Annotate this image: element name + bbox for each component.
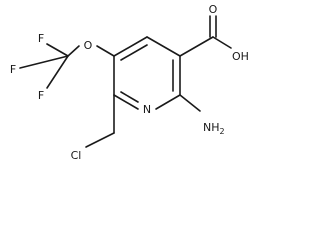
- bonds: [19, 15, 232, 148]
- molecule-structure: F F F O O OH N NH2 Cl: [10, 3, 249, 162]
- bond-cf3-f-bottom: [46, 55, 69, 89]
- bond-ch2-cl: [85, 132, 115, 148]
- atom-fluorine-bottom: F: [38, 89, 44, 102]
- amino-subscript: 2: [220, 127, 225, 136]
- bond-c3-n: [155, 94, 181, 110]
- bond-n-c4-inner: [120, 91, 139, 103]
- bond-c5-c1-inner: [120, 44, 148, 61]
- bond-c1-c2: [146, 36, 181, 57]
- atom-fluorine-top: F: [38, 32, 44, 45]
- bond-c2-cooh: [179, 36, 214, 57]
- atom-amino: NH2: [203, 121, 225, 136]
- atom-chlorine: Cl: [71, 149, 82, 162]
- bond-o-cf3: [67, 45, 80, 57]
- amino-nh: NH: [203, 121, 220, 134]
- bond-c5-o: [96, 45, 115, 57]
- bond-c3-nh2: [179, 94, 201, 112]
- bond-cf3-f-left: [19, 55, 69, 69]
- atom-ring-nitrogen: N: [143, 103, 151, 116]
- atom-fluorine-left: F: [10, 63, 16, 76]
- atom-labels: F F F O O OH N NH2 Cl: [10, 3, 249, 162]
- bond-n-c4: [113, 94, 139, 110]
- bond-cooh-oh: [212, 36, 232, 49]
- bond-cf3-f-top: [46, 43, 69, 57]
- bond-c5-c1: [113, 36, 148, 57]
- atom-carbonyl-oxygen: O: [209, 3, 218, 16]
- atom-hydroxyl: OH: [232, 50, 249, 63]
- atom-ether-oxygen: O: [84, 39, 93, 52]
